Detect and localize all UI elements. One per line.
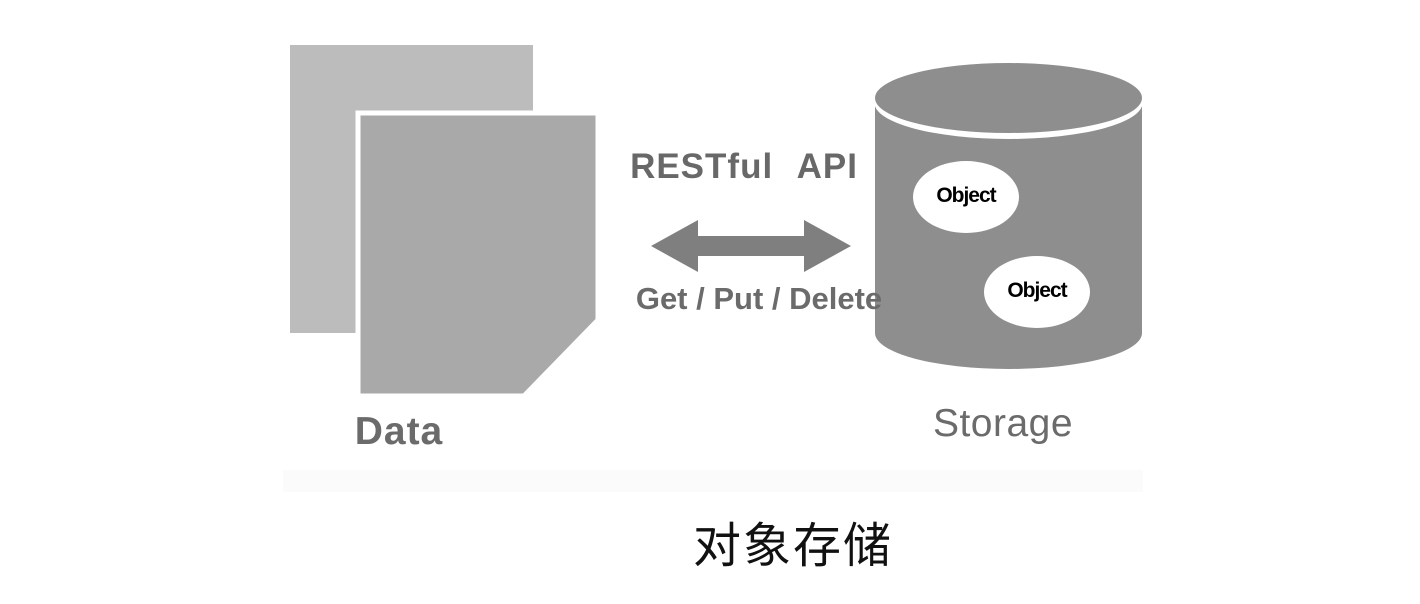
cylinder-lid: [875, 63, 1142, 133]
object-label-2: Object: [1007, 279, 1067, 302]
data-label: Data: [354, 410, 444, 453]
bidirectional-arrow-icon: [651, 220, 851, 272]
object-ellipse-1: [913, 161, 1019, 233]
object-ellipse-2: [984, 256, 1090, 328]
restful-api-title: RESTful API: [630, 147, 858, 186]
api-operations-label: Get / Put / Delete: [635, 281, 883, 316]
data-front-document: [355, 110, 601, 399]
figure-background-strip: [283, 470, 1143, 492]
figure-caption: 对象存储: [692, 520, 893, 573]
object-label-1: Object: [936, 184, 996, 207]
storage-label: Storage: [932, 402, 1074, 445]
cylinder-body: [875, 100, 1142, 369]
